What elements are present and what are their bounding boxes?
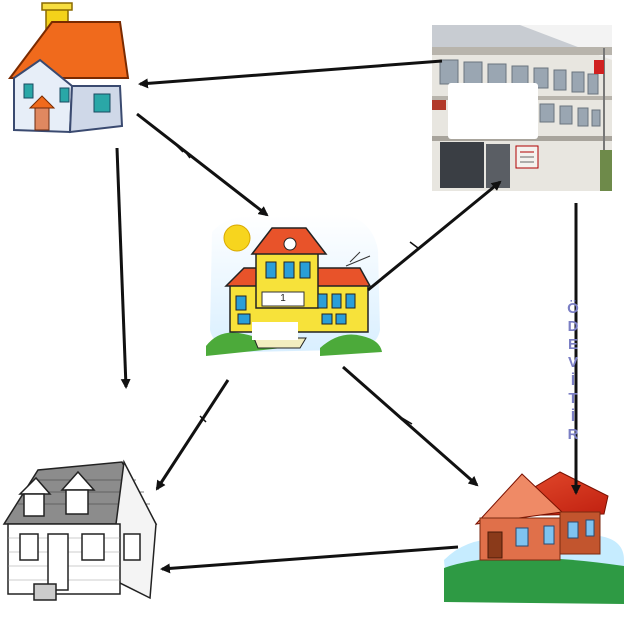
arrow-school-to-sketch-house <box>155 379 230 491</box>
arrow-school-to-brick-house <box>342 365 479 487</box>
house-brick <box>444 471 624 604</box>
arrow-photo-to-house-top-left <box>138 59 443 89</box>
arrows <box>115 59 581 574</box>
vertical-letter: R <box>567 426 579 443</box>
vertical-letter: D <box>567 318 579 335</box>
arrow-school-to-photo <box>367 180 502 292</box>
vertical-letter: İ <box>570 372 576 389</box>
vertical-letter: İ <box>570 408 576 425</box>
arrow-tick-marks <box>175 144 419 425</box>
house-sketch <box>2 459 158 601</box>
school-building-photo <box>432 25 612 191</box>
house-top-left <box>8 2 130 134</box>
school-cartoon <box>206 214 382 356</box>
arrow-house-top-left-to-school <box>136 112 269 217</box>
vertical-word: Ö D E V İ T İ R <box>563 300 583 600</box>
school-sign-label: 1 <box>280 293 286 304</box>
arrow-house-top-left-to-sketch-house <box>115 147 131 389</box>
arrow-brick-house-to-sketch-house <box>160 545 459 574</box>
vertical-letter: Ö <box>567 300 579 317</box>
vertical-letter: V <box>567 354 578 371</box>
vertical-letter: E <box>567 336 578 353</box>
vertical-letter: T <box>568 390 578 407</box>
